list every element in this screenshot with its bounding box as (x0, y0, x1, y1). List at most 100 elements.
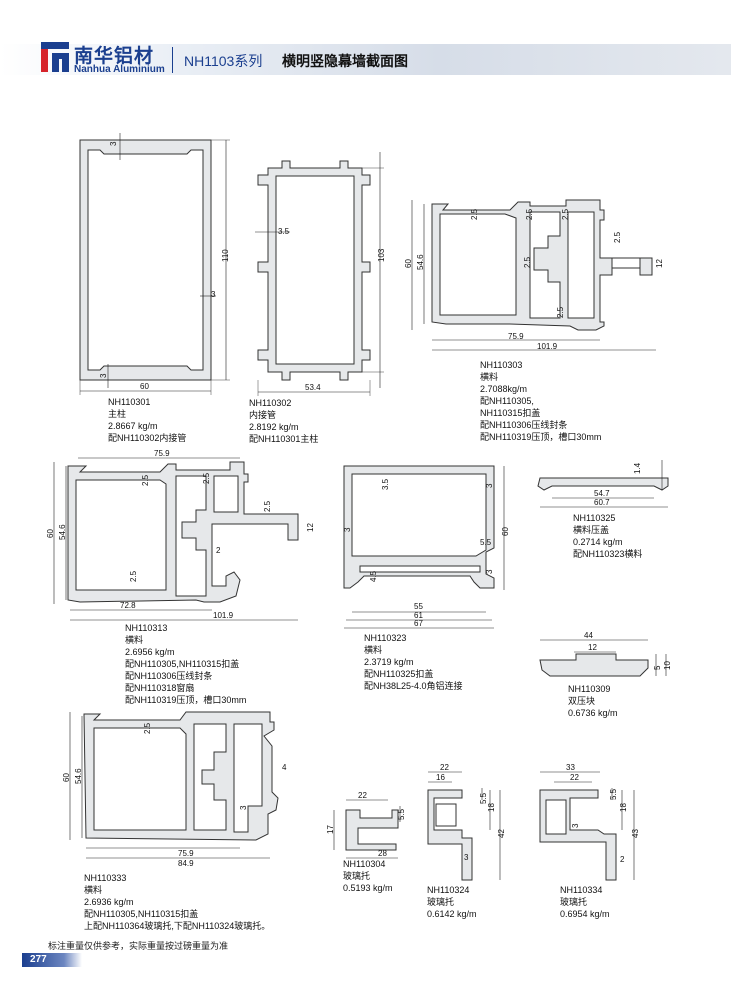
dim-333-t1: 2.5 (143, 722, 152, 734)
dim-334-t2: 2 (620, 855, 625, 864)
profile-note: 配NH110319压顶，槽口30mm (125, 695, 247, 705)
profile-nh110324-drawing: 22 16 5.5 18 42 3 (427, 763, 506, 881)
profile-weight: 0.6142 kg/m (427, 909, 477, 919)
dim-324-t: 3 (464, 853, 469, 862)
dim-334-h3: 43 (631, 829, 640, 838)
label-nh110302: NH110302 内接管 2.8192 kg/m 配NH110301主柱 (249, 397, 318, 445)
profile-note: 配NH110325扣盖 (364, 669, 434, 679)
label-nh110304: NH110304 玻璃托 0.5193 kg/m (343, 858, 393, 894)
dim-324-w2: 16 (436, 773, 445, 782)
dim-304-w1: 22 (358, 791, 367, 800)
profile-note: 配NH110323横料 (573, 549, 643, 559)
label-nh110313: NH110313 横料 2.6956 kg/m 配NH110305,NH1103… (125, 622, 246, 706)
header-divider (172, 47, 173, 73)
profile-name: 横料 (364, 645, 383, 655)
profile-note: 配NH110305, (480, 396, 534, 406)
dim-303-h-in: 54.6 (416, 254, 425, 270)
dim-313-t4: 2.5 (129, 570, 138, 582)
profile-nh110323-drawing: 60 55 61 67 3.5 3 3 5.5 4.5 3 (343, 465, 510, 629)
page-header: 南华铝材 Nanhua Aluminium NH1103系列 横明竖隐幕墙截面图 (0, 0, 731, 80)
profile-name: 玻璃托 (343, 871, 371, 881)
profile-nh110304-drawing: 22 28 17 5.5 (326, 791, 406, 859)
dim-303-t6: 2.5 (556, 306, 565, 318)
dim-324-h1: 5.5 (479, 792, 488, 804)
dim-313-w2: 101.9 (213, 611, 234, 620)
dim-333-h-in: 54.6 (74, 768, 83, 784)
profile-note: 配NH110302内接管 (108, 433, 187, 443)
dim-303-t3: 2.5 (561, 208, 570, 220)
dim-325-w2: 60.7 (594, 498, 610, 507)
profile-name: 玻璃托 (560, 897, 588, 907)
label-nh110334: NH110334 玻璃托 0.6954 kg/m (560, 884, 610, 920)
profile-code: NH110304 (343, 859, 386, 869)
profile-note: 配NH38L25-4.0角铝连接 (364, 681, 463, 691)
label-nh110324: NH110324 玻璃托 0.6142 kg/m (427, 884, 477, 920)
label-nh110325: NH110325 横料压盖 0.2714 kg/m 配NH110323横料 (573, 512, 642, 560)
dim-334-w2: 22 (570, 773, 579, 782)
dim-303-t5: 2.5 (523, 256, 532, 268)
profile-name: 横料压盖 (573, 525, 610, 535)
profile-code: NH110324 (427, 885, 470, 895)
profile-nh110303-drawing: 60 54.6 75.9 101.9 2.5 2.5 2.5 2.5 2.5 2… (404, 199, 664, 351)
dim-302-w: 53.4 (305, 383, 321, 392)
profile-weight: 0.2714 kg/m (573, 537, 623, 547)
dim-334-h2: 18 (619, 803, 628, 812)
profile-nh110309-drawing: 44 12 5 10 (539, 631, 672, 677)
profile-weight: 2.6936 kg/m (84, 897, 134, 907)
label-nh110309: NH110309 双压块 0.6736 kg/m (568, 683, 618, 719)
profile-code: NH110333 (84, 873, 127, 883)
label-nh110333: NH110333 横料 2.6936 kg/m 配NH110305,NH1103… (84, 872, 270, 932)
label-nh110301: NH110301 主柱 2.8667 kg/m 配NH110302内接管 (108, 396, 186, 444)
dim-313-t3: 2.5 (263, 500, 272, 512)
dim-309-w1: 44 (584, 631, 593, 640)
dim-309-w2: 12 (588, 643, 597, 652)
label-nh110323: NH110323 横料 2.3719 kg/m 配NH110325扣盖 配NH3… (364, 632, 463, 692)
profile-code: NH110301 (108, 397, 151, 407)
dim-313-t2: 2.5 (202, 472, 211, 484)
dim-301-h: 110 (221, 249, 230, 262)
dim-323-t5: 4.5 (369, 570, 378, 582)
dim-304-t: 5.5 (397, 808, 406, 820)
dim-333-w1: 75.9 (178, 849, 194, 858)
profile-code: NH110302 (249, 398, 292, 408)
profile-note: NH110315扣盖 (480, 408, 541, 418)
profile-note: 配NH110301主柱 (249, 434, 319, 444)
profile-note: 上配NH110364玻璃托,下配NH110324玻璃托。 (84, 921, 271, 931)
brand-name-cn: 南华铝材 (74, 46, 155, 67)
profile-weight: 0.5193 kg/m (343, 883, 393, 893)
profile-note: 配NH110305,NH110315扣盖 (125, 659, 240, 669)
dim-333-t2: 4 (282, 763, 287, 772)
dim-304-h: 17 (326, 825, 335, 834)
profile-nh110302-drawing: 53.4 103 3.5 (255, 152, 386, 396)
dim-303-w-out: 101.9 (537, 342, 558, 351)
profile-name: 双压块 (568, 696, 596, 706)
profile-note: 配NH110319压顶，槽口30mm (480, 432, 602, 442)
dim-313-h-in: 54.6 (58, 524, 67, 540)
dim-334-w1: 33 (566, 763, 575, 772)
profile-nh110313-drawing: 75.9 60 54.6 72.8 101.9 2.5 2.5 2.5 2.5 … (46, 449, 315, 621)
profile-name: 横料 (84, 885, 103, 895)
profile-note: 配NH110318窗扇 (125, 683, 195, 693)
dim-324-w1: 22 (440, 763, 449, 772)
profile-weight: 2.6956 kg/m (125, 647, 175, 657)
profile-note: 配NH110306压线封条 (125, 671, 213, 681)
profile-name: 玻璃托 (427, 897, 455, 907)
dim-323-w3: 67 (414, 619, 423, 628)
header-band (0, 44, 731, 75)
page-title: 横明竖隐幕墙截面图 (282, 53, 408, 69)
dim-304-w2: 28 (378, 849, 387, 858)
dim-303-t4: 2.5 (613, 231, 622, 243)
dim-325-h: 1.4 (633, 462, 642, 474)
dim-334-t1: 3 (571, 823, 580, 828)
dim-323-t3: 3 (343, 527, 352, 532)
dim-323-t2: 3 (485, 483, 494, 488)
dim-323-h: 60 (501, 527, 510, 536)
dim-313-t5: 2 (216, 546, 221, 555)
dim-323-w1: 55 (414, 602, 423, 611)
dim-323-t1: 3.5 (381, 478, 390, 490)
dim-325-w1: 54.7 (594, 489, 610, 498)
dim-301-t-top: 3 (109, 141, 118, 146)
brand-name-en: Nanhua Aluminium (74, 64, 165, 75)
profile-name: 横料 (125, 635, 144, 645)
